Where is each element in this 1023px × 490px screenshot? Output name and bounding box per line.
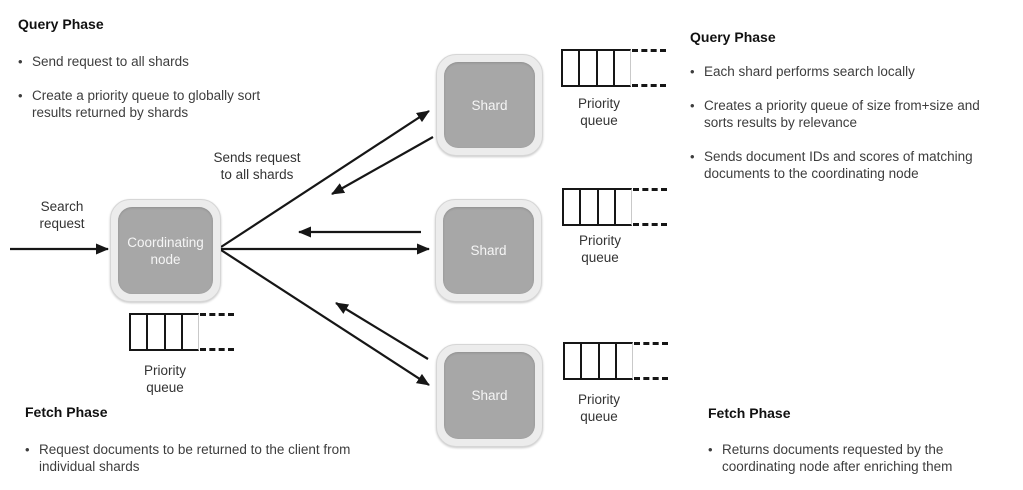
priority-queue-icon-top <box>561 49 666 87</box>
bullet-item: • Sends document IDs and scores of match… <box>690 148 1010 182</box>
panel-fetch-phase-left: Fetch Phase • Request documents to be re… <box>25 404 365 475</box>
node-label-text: Shard <box>470 243 507 258</box>
arrow-coordinating-to-shard-bottom <box>220 249 430 386</box>
priority-queue-cells <box>563 342 633 380</box>
priority-queue-label-coordinating: Priority queue <box>143 363 186 395</box>
shard-node-label: Shard <box>444 352 535 439</box>
priority-queue-dash <box>632 49 666 52</box>
bullet-item: • Creates a priority queue of size from+… <box>690 97 1010 131</box>
arrow-coordinating-to-shard-top <box>220 110 430 248</box>
bullet-dot: • <box>18 88 23 103</box>
panel-heading: Query Phase <box>690 29 776 45</box>
priority-queue-cells <box>129 313 199 351</box>
bullet-dot: • <box>708 442 713 457</box>
priority-queue-icon-bottom <box>563 342 668 380</box>
bullet-item: • Create a priority queue to globally so… <box>18 87 288 121</box>
bullet-text: Each shard performs search locally <box>704 64 915 79</box>
sends-request-label: Sends request to all shards <box>213 150 301 182</box>
priority-queue-dash <box>634 342 668 345</box>
panel-heading: Fetch Phase <box>708 405 791 421</box>
node-label-text: Shard <box>471 97 508 113</box>
panel-heading: Fetch Phase <box>25 404 108 420</box>
panel-query-phase-right: Query Phase • Each shard performs search… <box>690 29 1010 182</box>
panel-fetch-phase-right: Fetch Phase • Returns documents requeste… <box>708 405 1008 475</box>
priority-queue-dash <box>200 348 234 351</box>
arrow-shard-bottom-to-coordinating <box>335 302 429 360</box>
search-request-label: Search request <box>39 199 85 231</box>
bullet-item: • Send request to all shards <box>18 53 288 70</box>
bullet-item: • Each shard performs search locally <box>690 63 1010 80</box>
bullet-dot: • <box>18 54 23 69</box>
node-label-text: Shard <box>471 388 508 403</box>
bullet-text: Sends document IDs and scores of matchin… <box>704 149 973 181</box>
priority-queue-dash <box>200 313 234 316</box>
priority-queue-icon-coordinating <box>129 313 234 351</box>
arrow-shard-top-to-coordinating <box>331 136 434 195</box>
node-label-text: Coordinating node <box>127 234 204 267</box>
priority-queue-dash <box>633 188 667 191</box>
priority-queue-icon-middle <box>562 188 667 226</box>
panel-query-phase-left: Query Phase • Send request to all shards… <box>18 16 288 121</box>
panel-heading: Query Phase <box>18 16 104 32</box>
shard-node-label: Shard <box>443 207 534 294</box>
priority-queue-dash <box>633 223 667 226</box>
bullet-text: Creates a priority queue of size from+si… <box>704 98 980 130</box>
coordinating-node: Coordinating node <box>110 199 221 302</box>
bullet-text: Request documents to be returned to the … <box>39 442 351 474</box>
shard-node-top: Shard <box>436 54 543 156</box>
bullet-text: Create a priority queue to globally sort… <box>32 88 261 120</box>
shard-node-middle: Shard <box>435 199 542 302</box>
priority-queue-cells <box>561 49 631 87</box>
bullet-dot: • <box>690 64 695 79</box>
bullet-dot: • <box>25 442 30 457</box>
bullet-dot: • <box>690 98 695 113</box>
bullet-item: • Request documents to be returned to th… <box>25 441 365 475</box>
bullet-text: Returns documents requested by the coord… <box>722 442 953 474</box>
priority-queue-cells <box>562 188 632 226</box>
shard-node-label: Shard <box>444 62 535 148</box>
priority-queue-label-top: Priority queue <box>577 96 620 128</box>
priority-queue-label-middle: Priority queue <box>578 233 621 265</box>
shard-node-bottom: Shard <box>436 344 543 447</box>
priority-queue-dash <box>632 84 666 87</box>
coordinating-node-label: Coordinating node <box>118 207 213 294</box>
priority-queue-label-bottom: Priority queue <box>577 392 620 424</box>
bullet-text: Send request to all shards <box>32 54 189 69</box>
priority-queue-dash <box>634 377 668 380</box>
bullet-item: • Returns documents requested by the coo… <box>708 441 1008 475</box>
bullet-dot: • <box>690 149 695 164</box>
